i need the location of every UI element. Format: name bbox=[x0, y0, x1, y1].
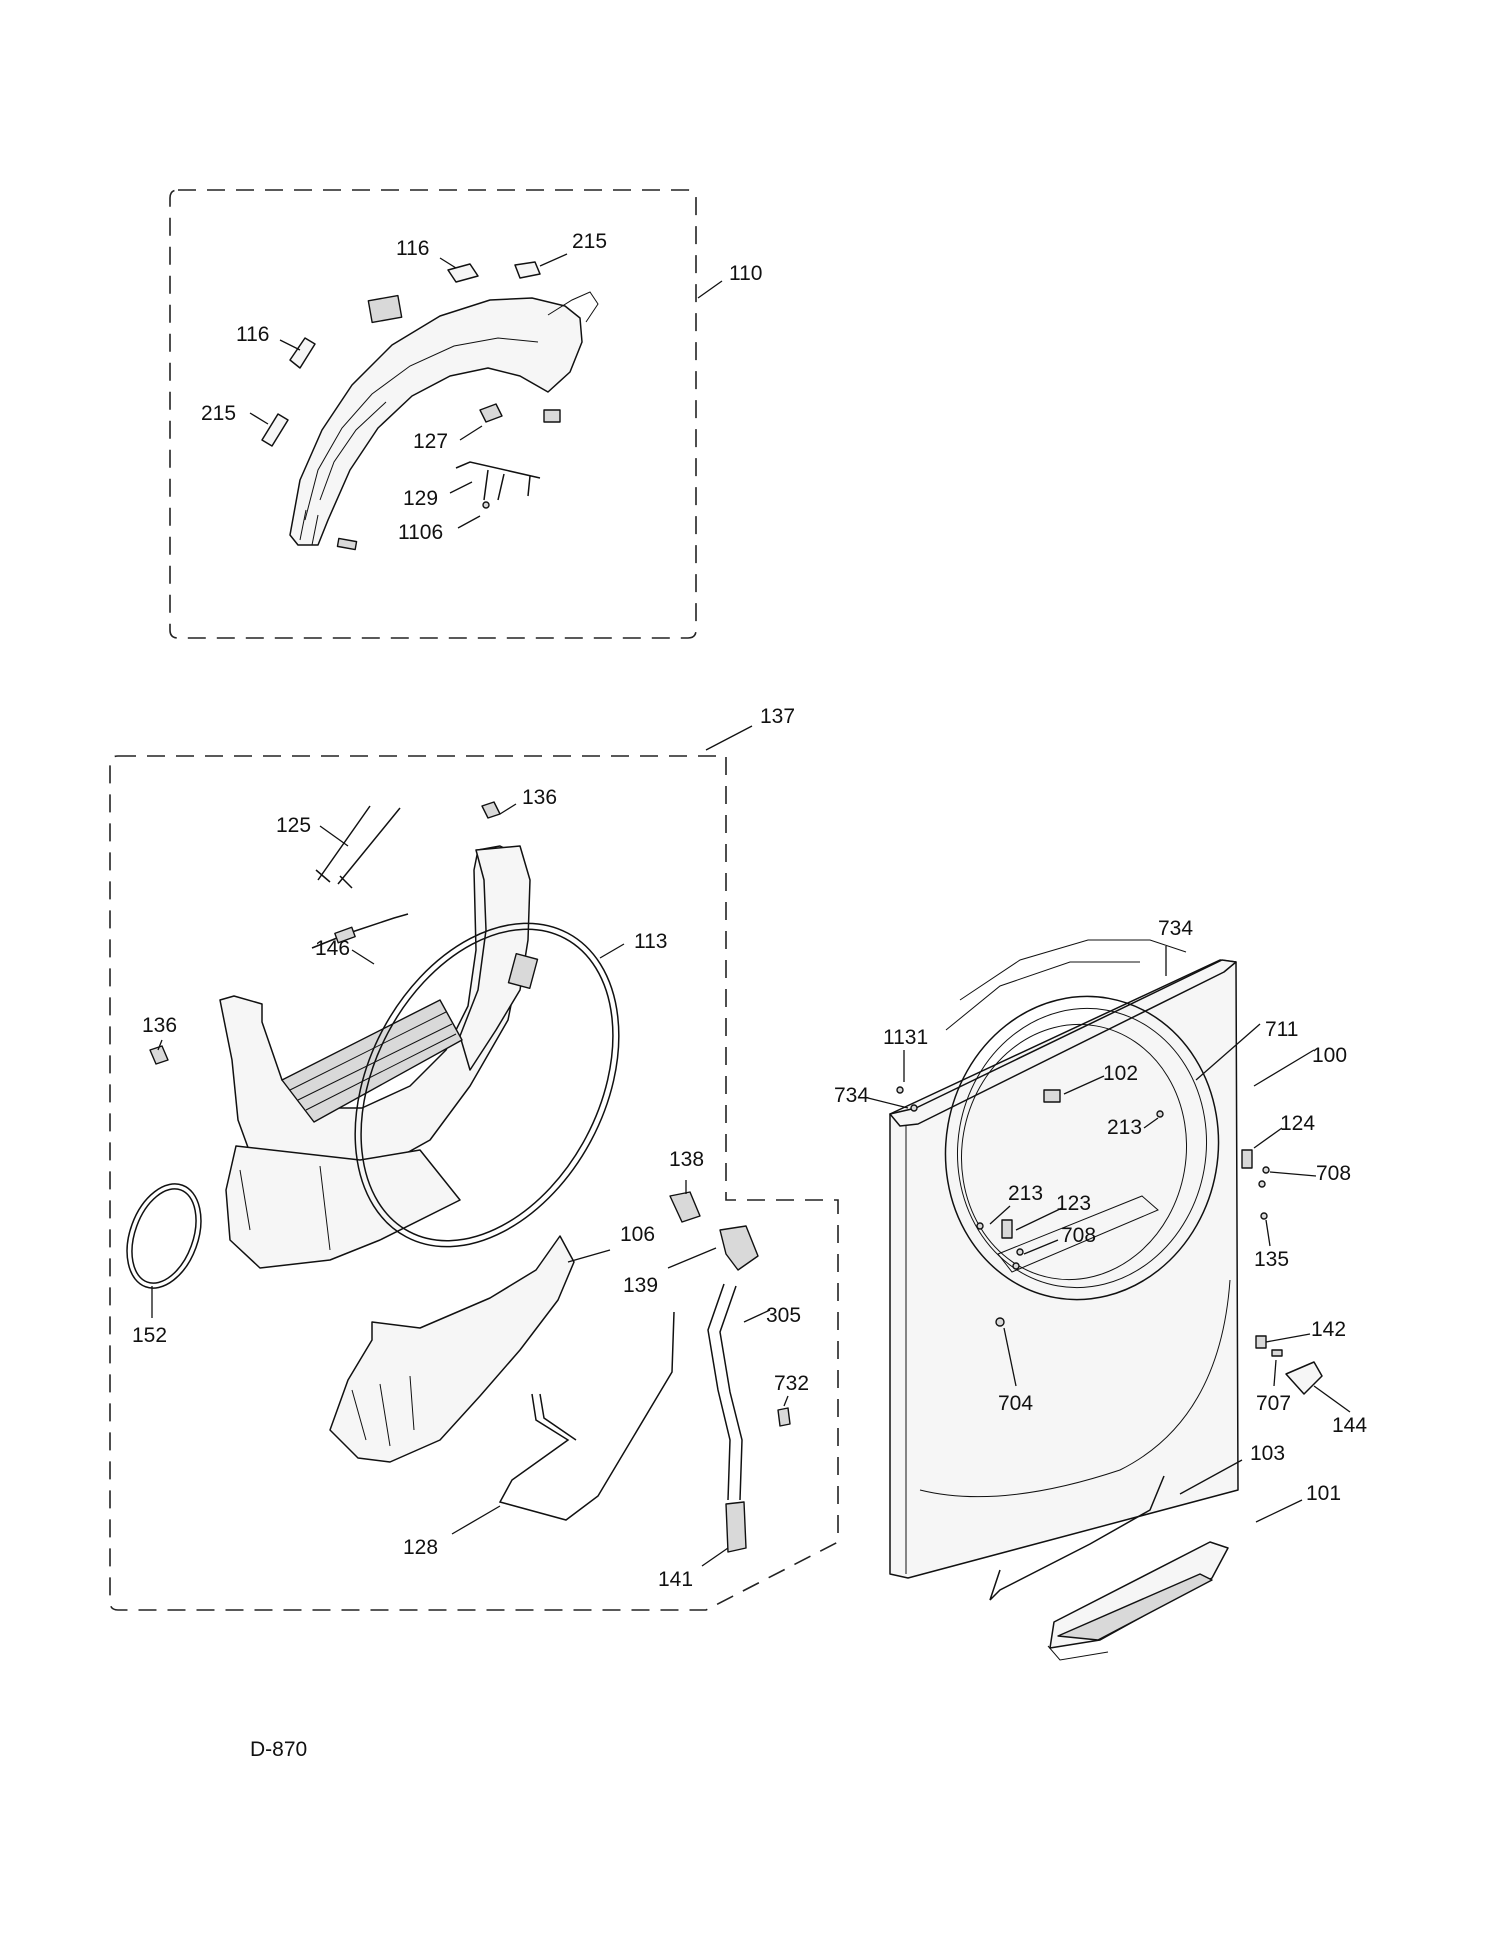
callout-734-left: 734 bbox=[834, 1084, 869, 1107]
screw-136-top bbox=[481, 801, 501, 819]
callout-732: 732 bbox=[774, 1372, 809, 1395]
callout-1106: 1106 bbox=[398, 521, 443, 544]
clip-116-left bbox=[289, 337, 316, 369]
callout-113: 113 bbox=[634, 930, 667, 953]
callout-215-upper: 215 bbox=[572, 230, 607, 253]
ring-152-inner bbox=[131, 1188, 197, 1284]
duct-assembly-part bbox=[289, 291, 599, 551]
callout-103: 103 bbox=[1250, 1442, 1285, 1465]
callout-137: 137 bbox=[760, 705, 795, 728]
screw-734 bbox=[910, 1104, 918, 1112]
callout-1131: 1131 bbox=[883, 1026, 928, 1049]
callout-106: 106 bbox=[620, 1223, 655, 1246]
screw-708c bbox=[1016, 1248, 1024, 1256]
callout-116-left: 116 bbox=[236, 323, 269, 346]
part-102 bbox=[1043, 1089, 1061, 1103]
clip-116-upper bbox=[447, 263, 479, 283]
callout-136-left: 136 bbox=[142, 1014, 177, 1037]
callout-213-left: 213 bbox=[1008, 1182, 1043, 1205]
part-142 bbox=[1255, 1335, 1267, 1349]
callout-100: 100 bbox=[1312, 1044, 1347, 1067]
callout-215-left: 215 bbox=[201, 402, 236, 425]
bulkhead-part bbox=[219, 845, 539, 1269]
callout-704: 704 bbox=[998, 1392, 1033, 1415]
callout-707: 707 bbox=[1256, 1392, 1291, 1415]
callout-101: 101 bbox=[1306, 1482, 1341, 1505]
callout-734-top: 734 bbox=[1158, 917, 1193, 940]
wire-125 bbox=[315, 805, 401, 889]
callout-125: 125 bbox=[276, 814, 311, 837]
screw-1131 bbox=[896, 1086, 904, 1094]
clip-215-upper bbox=[514, 261, 541, 279]
sensor-146 bbox=[311, 913, 409, 949]
clip-215-left bbox=[261, 413, 289, 447]
assembly-137-boundary bbox=[109, 755, 839, 1611]
screw-213a bbox=[1156, 1110, 1164, 1118]
assembly-110-boundary bbox=[169, 189, 697, 639]
front-panel-100 bbox=[889, 939, 1239, 1579]
callout-135: 135 bbox=[1254, 1248, 1289, 1271]
callout-152: 152 bbox=[132, 1324, 167, 1347]
fitting-138 bbox=[669, 1191, 701, 1223]
screw-708b bbox=[1258, 1180, 1266, 1188]
callout-116-upper: 116 bbox=[396, 237, 429, 260]
callout-136-top: 136 bbox=[522, 786, 557, 809]
callout-711: 711 bbox=[1265, 1018, 1298, 1041]
callout-127: 127 bbox=[413, 430, 448, 453]
part-123 bbox=[1001, 1219, 1013, 1239]
fitting-141 bbox=[725, 1501, 747, 1553]
callout-124: 124 bbox=[1280, 1112, 1315, 1135]
screw-213b bbox=[976, 1222, 984, 1230]
diagram-code: D-870 bbox=[250, 1738, 307, 1761]
callout-213-right: 213 bbox=[1107, 1116, 1142, 1139]
screw-1106 bbox=[482, 501, 490, 509]
part-707 bbox=[1271, 1349, 1283, 1357]
hose-305 bbox=[707, 1283, 731, 1501]
callout-138: 138 bbox=[669, 1148, 704, 1171]
callout-123: 123 bbox=[1056, 1192, 1091, 1215]
callout-142: 142 bbox=[1311, 1318, 1346, 1341]
callout-708-left: 708 bbox=[1061, 1224, 1096, 1247]
callout-139: 139 bbox=[623, 1274, 658, 1297]
callout-128: 128 bbox=[403, 1536, 438, 1559]
harness-129 bbox=[455, 461, 541, 501]
callout-141: 141 bbox=[658, 1568, 693, 1591]
knob-144 bbox=[1285, 1361, 1323, 1395]
screw-704 bbox=[995, 1317, 1005, 1327]
callout-102: 102 bbox=[1103, 1062, 1138, 1085]
seal-113 bbox=[354, 922, 620, 1248]
screw-136-left bbox=[149, 1045, 169, 1065]
screw-135 bbox=[1260, 1212, 1268, 1220]
fitting-139 bbox=[719, 1225, 759, 1271]
rod-103 bbox=[989, 1475, 1165, 1601]
callout-305: 305 bbox=[766, 1304, 801, 1327]
screw-708a bbox=[1262, 1166, 1270, 1174]
rod-128 bbox=[498, 1311, 675, 1521]
callout-129: 129 bbox=[403, 487, 438, 510]
callout-708-right: 708 bbox=[1316, 1162, 1351, 1185]
callout-110: 110 bbox=[729, 262, 762, 285]
screw-708d bbox=[1012, 1262, 1020, 1270]
part-124 bbox=[1241, 1149, 1253, 1169]
callout-144: 144 bbox=[1332, 1414, 1367, 1437]
thermostat-127 bbox=[479, 403, 503, 423]
lint-duct-106 bbox=[329, 1235, 575, 1463]
ring-152 bbox=[126, 1183, 202, 1289]
callout-146: 146 bbox=[315, 937, 350, 960]
screw-732 bbox=[777, 1407, 791, 1427]
seal-113-inner bbox=[360, 928, 614, 1242]
